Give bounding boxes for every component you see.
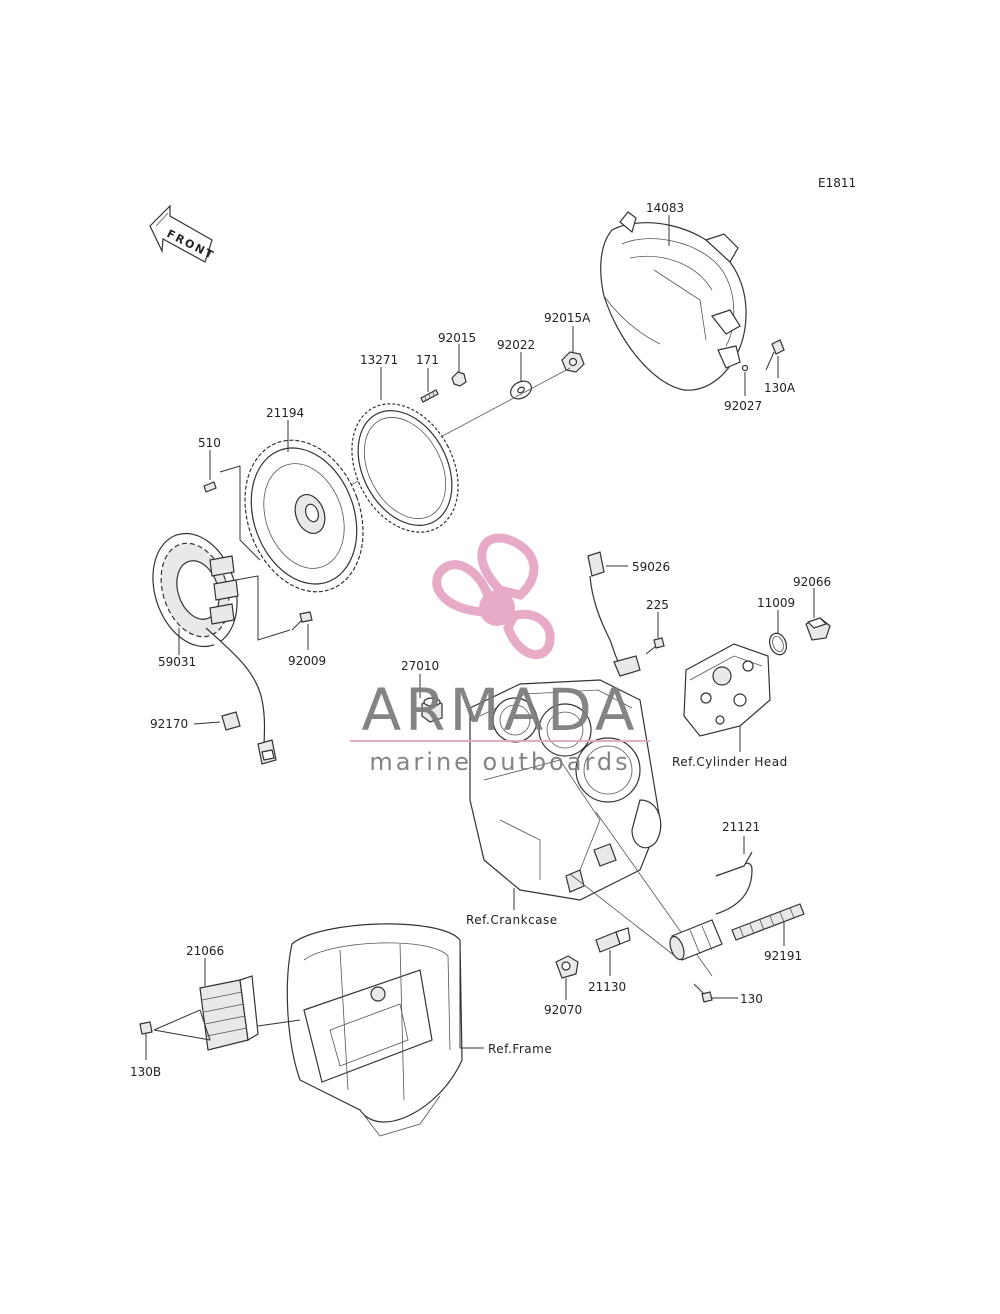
washer-92022	[510, 380, 532, 400]
front-arrow-icon: FRONT	[149, 204, 217, 263]
nut-92015	[451, 371, 467, 387]
crankcase	[469, 679, 662, 901]
regulator-21066	[199, 975, 259, 1051]
label-21194: 21194	[266, 406, 304, 420]
label-92015: 92015	[438, 331, 476, 345]
label-171: 171	[416, 353, 439, 367]
sensor-21130	[595, 927, 631, 953]
label-21066: 21066	[186, 944, 224, 958]
bolt-130a	[765, 339, 785, 371]
sensor-59026	[587, 551, 641, 677]
label-59026: 59026	[632, 560, 670, 574]
label-21130: 21130	[588, 980, 626, 994]
diagram-code: E1811	[818, 176, 856, 190]
label-510: 510	[198, 436, 221, 450]
bolt-130b	[139, 1021, 153, 1035]
watermark: ARMADA marine outboards	[350, 533, 650, 776]
plug-92066	[805, 617, 831, 641]
watermark-brand: ARMADA	[361, 676, 638, 744]
label-92191: 92191	[764, 949, 802, 963]
fitting-92070	[555, 955, 579, 979]
cable-21121	[715, 851, 753, 915]
stator-59031	[152, 532, 239, 648]
cylinder-head	[683, 643, 771, 737]
ref-frame: Ref.Frame	[488, 1042, 552, 1056]
ref-cylinder-head: Ref.Cylinder Head	[672, 755, 788, 769]
label-92027: 92027	[724, 399, 762, 413]
label-27010: 27010	[401, 659, 439, 673]
bolt-92009	[291, 611, 313, 631]
label-21121: 21121	[722, 820, 760, 834]
propeller-logo-icon	[432, 533, 555, 659]
alternator-cover	[600, 211, 747, 391]
key-510	[203, 481, 217, 493]
label-92066: 92066	[793, 575, 831, 589]
switch-27010	[421, 697, 443, 723]
clamp-92170	[221, 711, 241, 731]
label-92009: 92009	[288, 654, 326, 668]
label-11009: 11009	[757, 596, 795, 610]
label-225: 225	[646, 598, 669, 612]
label-13271: 13271	[360, 353, 398, 367]
starter-solenoid	[669, 919, 723, 961]
flywheel-21194	[244, 439, 364, 593]
label-14083: 14083	[646, 201, 684, 215]
bolt-130	[693, 983, 713, 1003]
gear-ring-13271	[351, 403, 459, 533]
label-130b: 130B	[130, 1065, 161, 1079]
label-92022: 92022	[497, 338, 535, 352]
stator-connector	[257, 739, 277, 765]
label-92170: 92170	[150, 717, 188, 731]
bolt-225	[645, 637, 665, 655]
washer-92027	[741, 364, 749, 372]
ref-crankcase: Ref.Crankcase	[466, 913, 558, 927]
gasket-11009	[768, 632, 788, 656]
label-92015a: 92015A	[544, 311, 591, 325]
stud-171	[420, 389, 439, 403]
frame	[286, 923, 463, 1137]
label-59031: 59031	[158, 655, 196, 669]
label-92070: 92070	[544, 1003, 582, 1017]
nut-92015a	[561, 351, 585, 373]
spring-92191	[731, 903, 805, 941]
label-130a: 130A	[764, 381, 796, 395]
watermark-tagline: marine outboards	[369, 748, 630, 776]
label-130: 130	[740, 992, 763, 1006]
